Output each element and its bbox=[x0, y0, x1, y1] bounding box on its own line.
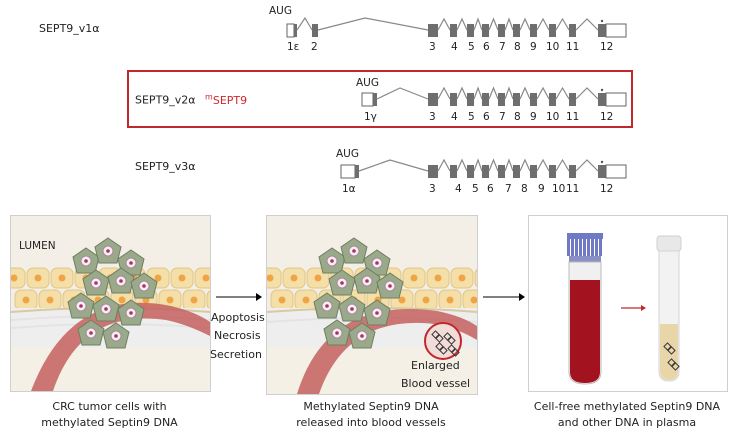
exon-number-label: 11 bbox=[566, 111, 580, 123]
exon-number-label: 9 bbox=[538, 183, 545, 195]
transcript-name-v3: SEPT9_v3α bbox=[135, 160, 196, 173]
exon-number-label: 8 bbox=[514, 111, 521, 123]
release-illustration bbox=[267, 216, 477, 394]
caption-3-line-2: and other DNA in plasma bbox=[557, 416, 697, 429]
caption-1: CRC tumor cells with methylated Septin9 … bbox=[10, 399, 209, 431]
gene-structure-v2 bbox=[361, 86, 627, 107]
transcript-name-v2-text: SEPT9_v2α bbox=[135, 93, 196, 107]
exon-number-label: 7 bbox=[505, 183, 512, 195]
caption-3-line-1: Cell-free methylated Septin9 DNA bbox=[533, 400, 721, 413]
exon-label-1a: 1α bbox=[342, 183, 356, 195]
caption-2: Methylated Septin9 DNA released into blo… bbox=[266, 399, 476, 431]
transcript-name-v2: SEPT9_v2α mSEPT9 bbox=[135, 92, 247, 107]
process-label-necrosis: Necrosis bbox=[214, 329, 261, 342]
exon-number-label: 9 bbox=[530, 111, 537, 123]
exon-number-label: 3 bbox=[429, 111, 436, 123]
exon-label-1e: 1ε bbox=[287, 41, 300, 53]
exon-number-label: 3 bbox=[429, 183, 436, 195]
exon-number-label: 6 bbox=[487, 183, 494, 195]
highlight-box bbox=[127, 70, 633, 128]
msept9-sup: m bbox=[205, 92, 213, 101]
exon-number-label: 7 bbox=[499, 111, 506, 123]
msept9-marker: mSEPT9 bbox=[205, 92, 248, 107]
exon-number-label: 12 bbox=[600, 111, 614, 123]
gene-structure-v1 bbox=[286, 16, 627, 38]
exon-number-label: 5 bbox=[468, 111, 475, 123]
exon-number-label: 5 bbox=[468, 41, 475, 53]
caption-3: Cell-free methylated Septin9 DNA and oth… bbox=[516, 399, 738, 431]
exon-label-1g: 1γ bbox=[364, 111, 377, 123]
aug-label-v3: AUG bbox=[336, 148, 360, 160]
exon-number-label: 6 bbox=[483, 111, 490, 123]
aug-label-v1: AUG bbox=[269, 5, 293, 17]
caption-2-line-1: Methylated Septin9 DNA bbox=[303, 400, 439, 413]
vessel-label-1: Enlarged bbox=[411, 359, 460, 372]
panel-release: Enlarged Blood vessel bbox=[266, 215, 478, 395]
exon-number-label: 12 bbox=[600, 183, 614, 195]
exon-number-label: 8 bbox=[514, 41, 521, 53]
arrow-2 bbox=[483, 293, 525, 301]
exon-number-label: 3 bbox=[429, 41, 436, 53]
exon-number-label: 10 bbox=[546, 41, 560, 53]
gene-structure-v3 bbox=[340, 158, 627, 179]
exon-number-label: 4 bbox=[451, 111, 458, 123]
panel-plasma bbox=[528, 215, 728, 392]
caption-1-line-1: CRC tumor cells with bbox=[52, 400, 167, 413]
exon-number-label: 11 bbox=[566, 41, 580, 53]
exon-number-label: 9 bbox=[530, 41, 537, 53]
exon-number-label: 4 bbox=[455, 183, 462, 195]
msept9-text: SEPT9 bbox=[212, 93, 248, 107]
exon-number-label: 5 bbox=[472, 183, 479, 195]
panel-tumor-cells: LUMEN bbox=[10, 215, 211, 392]
tumor-illustration bbox=[11, 216, 210, 391]
process-label-apoptosis: Apoptosis bbox=[211, 311, 265, 324]
exon-number-label: 12 bbox=[600, 41, 614, 53]
aug-label-v2: AUG bbox=[356, 77, 380, 89]
exon-number-label: 11 bbox=[566, 183, 580, 195]
exon-number-label: 4 bbox=[451, 41, 458, 53]
vessel-label-2: Blood vessel bbox=[401, 377, 471, 390]
arrow-1 bbox=[216, 293, 262, 301]
caption-2-line-2: released into blood vessels bbox=[296, 416, 446, 429]
exon-number-label: 10 bbox=[546, 111, 560, 123]
exon-number-label: 10 bbox=[552, 183, 566, 195]
caption-1-line-2: methylated Septin9 DNA bbox=[41, 416, 178, 429]
exon-label-2: 2 bbox=[311, 41, 318, 53]
exon-number-label: 7 bbox=[499, 41, 506, 53]
exon-numbers-row1 bbox=[0, 41, 738, 55]
exon-number-label: 6 bbox=[483, 41, 490, 53]
lumen-label: LUMEN bbox=[19, 240, 56, 252]
transcript-name-v1: SEPT9_v1α bbox=[39, 22, 100, 35]
plasma-illustration bbox=[529, 216, 727, 391]
process-label-secretion: Secretion bbox=[210, 348, 262, 361]
exon-number-label: 8 bbox=[521, 183, 528, 195]
